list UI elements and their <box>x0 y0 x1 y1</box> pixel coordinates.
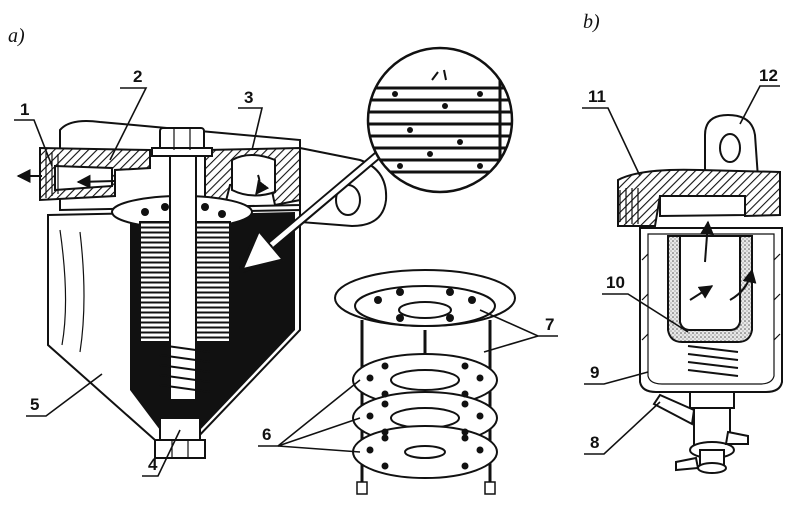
svg-text:3: 3 <box>244 88 253 107</box>
callout-7: 7 <box>479 309 558 353</box>
callout-6: 6 <box>258 379 361 453</box>
callout-9: 9 <box>584 363 649 385</box>
callout-4: 4 <box>142 429 181 477</box>
svg-text:5: 5 <box>30 395 39 414</box>
svg-text:7: 7 <box>545 315 554 334</box>
svg-text:12: 12 <box>759 66 778 85</box>
callout-1: 1 <box>14 100 53 167</box>
callout-10: 10 <box>602 273 689 333</box>
callout-2: 2 <box>109 67 148 161</box>
magnified-plate-detail <box>366 46 514 194</box>
callout-8: 8 <box>584 401 661 455</box>
panel-label-b: b) <box>583 11 600 33</box>
svg-text:8: 8 <box>590 433 599 452</box>
filter-plates-exploded <box>334 269 516 495</box>
callout-12: 12 <box>739 66 780 125</box>
filter-b-assembly <box>617 113 783 474</box>
svg-text:1: 1 <box>20 100 29 119</box>
panel-label-a: a) <box>8 25 25 47</box>
callout-3: 3 <box>238 88 264 151</box>
svg-text:2: 2 <box>133 67 142 86</box>
svg-text:11: 11 <box>588 87 606 106</box>
callout-5: 5 <box>26 373 103 417</box>
svg-text:9: 9 <box>590 363 599 382</box>
svg-text:6: 6 <box>262 425 271 444</box>
callout-11: 11 <box>582 87 641 177</box>
filter-a-assembly <box>16 120 388 459</box>
svg-text:4: 4 <box>148 455 158 474</box>
svg-text:10: 10 <box>606 273 625 292</box>
